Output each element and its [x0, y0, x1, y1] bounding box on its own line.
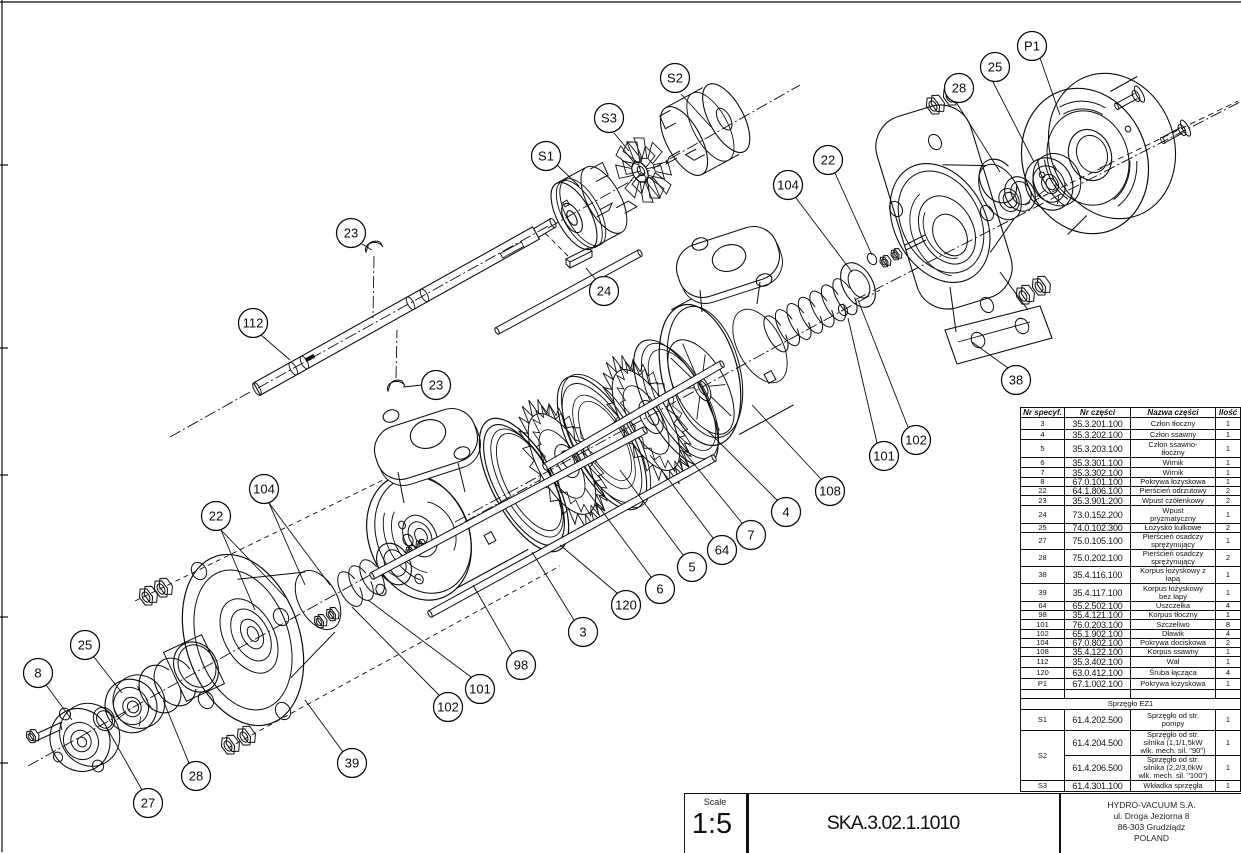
- svg-text:28: 28: [952, 81, 966, 96]
- svg-text:102: 102: [437, 700, 459, 715]
- svg-text:24: 24: [597, 284, 611, 299]
- svg-text:101: 101: [469, 682, 491, 697]
- svg-text:P1: P1: [1024, 39, 1040, 54]
- svg-text:6: 6: [656, 582, 663, 597]
- svg-text:4: 4: [782, 505, 789, 520]
- svg-text:64: 64: [715, 543, 729, 558]
- svg-text:22: 22: [209, 509, 223, 524]
- svg-text:38: 38: [1009, 373, 1023, 388]
- svg-text:25: 25: [78, 638, 92, 653]
- svg-text:8: 8: [34, 666, 41, 681]
- svg-text:39: 39: [345, 756, 359, 771]
- svg-text:22: 22: [821, 153, 835, 168]
- svg-text:5: 5: [688, 560, 695, 575]
- svg-text:120: 120: [615, 598, 637, 613]
- svg-text:104: 104: [777, 178, 799, 193]
- svg-text:S2: S2: [667, 71, 683, 86]
- svg-text:27: 27: [141, 796, 155, 811]
- svg-text:S3: S3: [601, 111, 617, 126]
- svg-text:28: 28: [189, 769, 203, 784]
- svg-text:3: 3: [579, 625, 586, 640]
- svg-text:98: 98: [514, 658, 528, 673]
- svg-text:25: 25: [988, 60, 1002, 75]
- svg-text:23: 23: [344, 226, 358, 241]
- svg-text:102: 102: [905, 433, 927, 448]
- svg-text:104: 104: [253, 482, 275, 497]
- svg-text:S1: S1: [538, 149, 554, 164]
- svg-text:7: 7: [747, 528, 754, 543]
- svg-text:101: 101: [873, 449, 895, 464]
- svg-text:23: 23: [429, 378, 443, 393]
- svg-text:108: 108: [819, 484, 841, 499]
- svg-text:112: 112: [243, 316, 264, 331]
